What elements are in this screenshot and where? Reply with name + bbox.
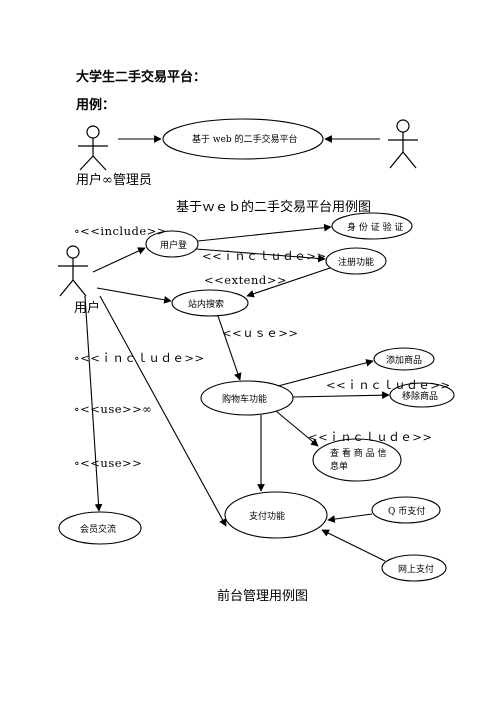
edge-register-search xyxy=(246,267,331,298)
usecase-remove-ellipse xyxy=(389,382,455,408)
usecase-remove-label: 移除商品 xyxy=(402,392,439,402)
document-title: 大学生二手交易平台： xyxy=(76,70,207,85)
usecase-search-label: 站内搜索 xyxy=(188,300,225,310)
usecase-register-label: 注册功能 xyxy=(338,258,375,268)
edge-login-auth xyxy=(197,223,332,242)
stereotype-use-1: <<ｕｓｅ>> xyxy=(222,326,299,340)
edge-cart-remove xyxy=(292,391,390,399)
usecase-online-ellipse xyxy=(381,554,447,582)
usecase-main-label: 基于 web 的二手交易平台 xyxy=(192,135,298,145)
usecase-cart-label: 购物车功能 xyxy=(222,395,268,405)
edge-user-search xyxy=(96,287,172,304)
edge-cart-view xyxy=(275,410,319,447)
usecase-ellipse-main xyxy=(162,118,324,160)
stereotype-include-3: ∘<<ｉｎｃｌｕｄｅ>> xyxy=(74,351,205,365)
usecase-auth-ellipse xyxy=(331,212,413,240)
usecase-search-ellipse xyxy=(171,289,249,317)
stereotype-include-5: <<ｉｎｃｌｕｄｅ>> xyxy=(308,430,433,444)
stereotype-use-2: ∘<<use>>∞ xyxy=(74,402,153,416)
actor-right-figure xyxy=(388,119,418,169)
usecase-login-ellipse xyxy=(145,230,199,258)
document-subtitle: 用例： xyxy=(76,98,116,113)
edge-login-register xyxy=(195,248,326,263)
usecase-pay-label: 支付功能 xyxy=(249,512,286,522)
usecase-register-ellipse xyxy=(325,247,387,275)
usecase-member-label: 会员交流 xyxy=(80,525,117,535)
actor-label-admin: 用户∞管理员 xyxy=(76,173,152,188)
usecase-login-label: 用户登 xyxy=(160,241,188,251)
edge-cart-add xyxy=(277,359,374,387)
usecase-view-label: 查 看 商 品 信 息单 xyxy=(330,449,387,472)
edge-qpay-pay xyxy=(327,513,373,523)
usecase-view-ellipse xyxy=(312,438,402,482)
edge-user-login xyxy=(92,247,146,273)
edge-user-pay xyxy=(99,295,227,527)
usecase-auth-label: 身 份 证 验 证 xyxy=(347,223,404,233)
actor-label-user: 用户 xyxy=(74,301,101,316)
edge-user-member xyxy=(84,295,103,512)
usecase-qpay-label: Q 币支付 xyxy=(388,507,426,517)
usecase-add-ellipse xyxy=(373,347,435,371)
actor-user-figure xyxy=(58,245,88,297)
stereotype-extend: <<extend>> xyxy=(204,273,288,287)
usecase-online-label: 网上支付 xyxy=(398,565,435,575)
diagram1-caption: 基于ｗｅｂ的二手交易平台用例图 xyxy=(176,200,372,215)
stereotype-include-1: ∘<<include>> xyxy=(74,224,167,238)
stereotype-include-2: <<ｉｎｃｌｕｄｅ>> xyxy=(202,249,327,263)
edge-search-cart xyxy=(217,315,242,381)
usecase-member-ellipse xyxy=(58,511,142,545)
usecase-qpay-ellipse xyxy=(371,496,441,524)
actor-left-figure xyxy=(78,125,108,171)
usecase-pay-ellipse xyxy=(224,491,328,539)
diagram2-caption: 前台管理用例图 xyxy=(217,589,309,604)
usecase-add-label: 添加商品 xyxy=(386,356,423,366)
stereotype-include-4: <<ｉｎｃｌｕｄｅ>> xyxy=(326,378,451,392)
usecase-cart-ellipse xyxy=(200,380,294,416)
stereotype-use-3: ∘<<use>> xyxy=(74,456,143,470)
edge-online-pay xyxy=(321,529,386,562)
